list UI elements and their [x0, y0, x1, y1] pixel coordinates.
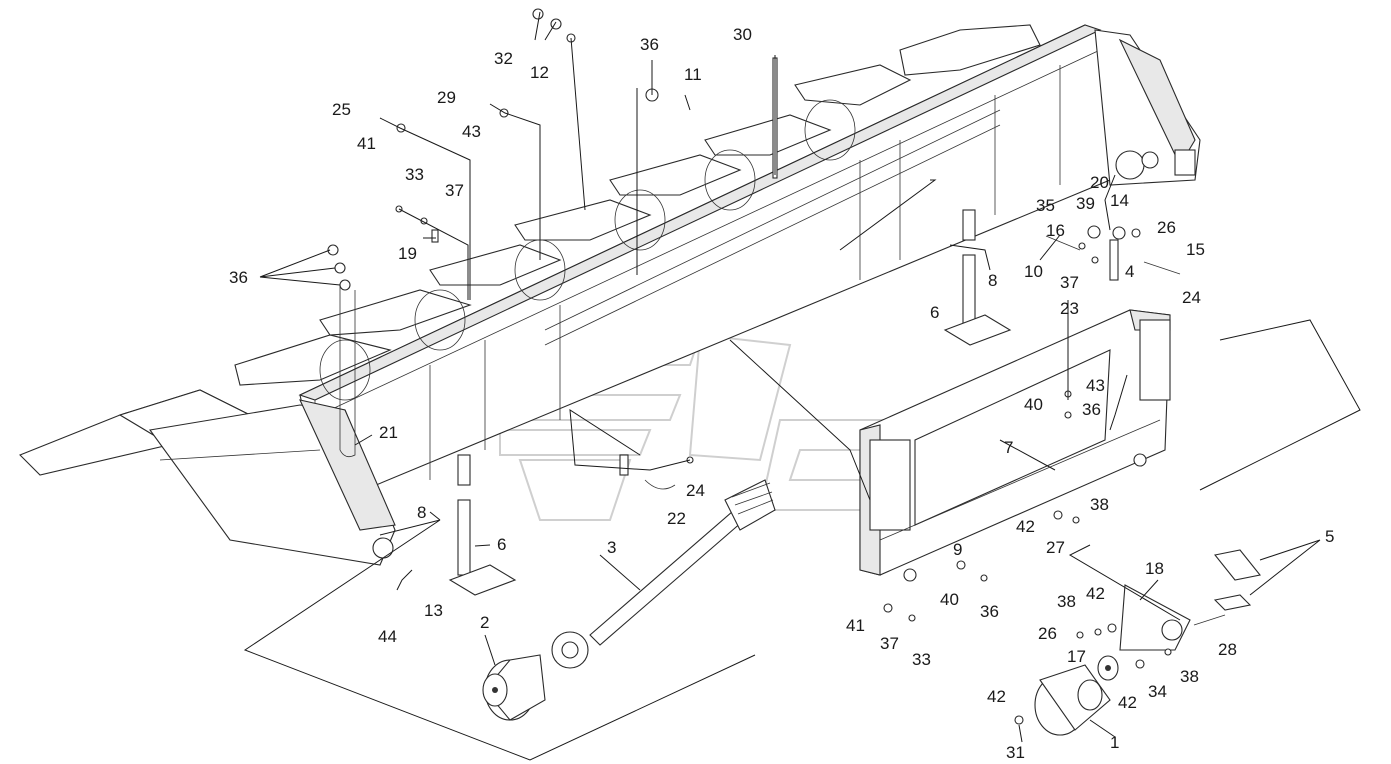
callout-14: 14: [1110, 191, 1129, 210]
callout-9: 9: [953, 540, 962, 559]
callout-labels: 1 2 3 4 5 6 6 7 8 8 9 10 11 12 13 14 15 …: [229, 25, 1334, 762]
callout-35: 35: [1036, 196, 1055, 215]
callout-42-frame: 42: [1016, 517, 1035, 536]
washer-17: [1097, 655, 1119, 681]
callout-39: 39: [1076, 194, 1095, 213]
left-end-plate: [149, 399, 396, 566]
header-frame: [298, 24, 1111, 501]
stand-6-left: [448, 454, 517, 596]
stand-6-right: [943, 209, 1012, 346]
callout-23: 23: [1060, 299, 1079, 318]
callout-1: 1: [1110, 733, 1119, 752]
callout-4: 4: [1125, 262, 1134, 281]
right-end-plate: [1094, 29, 1201, 186]
callout-36-left: 36: [229, 268, 248, 287]
callout-29: 29: [437, 88, 456, 107]
callout-36-top: 36: [640, 35, 659, 54]
callout-33-top: 33: [405, 165, 424, 184]
callout-19: 19: [398, 244, 417, 263]
adapter-frame-7: [859, 309, 1171, 582]
callout-38-bottom: 38: [1057, 592, 1076, 611]
leader-lines: [243, 11, 1361, 761]
callout-7: 7: [1004, 438, 1013, 457]
callout-24-right: 24: [1182, 288, 1201, 307]
callout-24-center: 24: [686, 481, 705, 500]
callout-41-bottom: 41: [846, 616, 865, 635]
callout-26-bottom: 26: [1038, 624, 1057, 643]
callout-2: 2: [480, 613, 489, 632]
callout-12: 12: [530, 63, 549, 82]
plate-18: [1119, 584, 1191, 651]
callout-43-top: 43: [462, 122, 481, 141]
callout-44: 44: [378, 627, 397, 646]
callout-28: 28: [1218, 640, 1237, 659]
callout-36-frame: 36: [1082, 400, 1101, 419]
callout-40-bottom: 40: [940, 590, 959, 609]
callout-37-top: 37: [445, 181, 464, 200]
callout-8-left: 8: [417, 503, 426, 522]
callout-34: 34: [1148, 682, 1167, 701]
callout-42-hub: 42: [1118, 693, 1137, 712]
u-bolt-21: [339, 285, 356, 458]
callout-40-frame: 40: [1024, 395, 1043, 414]
hub-1: [1034, 664, 1111, 736]
callout-13: 13: [424, 601, 443, 620]
callout-38-right: 38: [1180, 667, 1199, 686]
callout-18: 18: [1145, 559, 1164, 578]
clip-22: [619, 454, 676, 490]
callout-36-bottom: 36: [980, 602, 999, 621]
callout-17: 17: [1067, 647, 1086, 666]
callout-6-right: 6: [930, 303, 939, 322]
callout-27: 27: [1046, 538, 1065, 557]
callout-43-frame: 43: [1086, 376, 1105, 395]
callout-37-right: 37: [1060, 273, 1079, 292]
callout-11: 11: [684, 65, 702, 84]
callout-5: 5: [1325, 527, 1334, 546]
callout-37-bottom: 37: [880, 634, 899, 653]
callout-16: 16: [1046, 221, 1065, 240]
callout-32: 32: [494, 49, 513, 68]
callout-8-right: 8: [988, 271, 997, 290]
callout-38-frame: 38: [1090, 495, 1109, 514]
callout-21: 21: [379, 423, 398, 442]
callout-22: 22: [667, 509, 686, 528]
callout-30: 30: [733, 25, 752, 44]
callout-15: 15: [1186, 240, 1205, 259]
brackets-5: [1213, 549, 1261, 611]
callout-26-right: 26: [1157, 218, 1176, 237]
pulley-2: [482, 654, 546, 721]
callout-10: 10: [1024, 262, 1043, 281]
callout-25: 25: [332, 100, 351, 119]
callout-41-top: 41: [357, 134, 376, 153]
callout-31: 31: [1006, 743, 1025, 762]
callout-42-bottom: 42: [987, 687, 1006, 706]
drive-shaft-3: [551, 479, 776, 669]
callout-6-left: 6: [497, 535, 506, 554]
callout-33-bottom: 33: [912, 650, 931, 669]
callout-3: 3: [607, 538, 616, 557]
callout-20: 20: [1090, 173, 1109, 192]
callout-42-bracket: 42: [1086, 584, 1105, 603]
